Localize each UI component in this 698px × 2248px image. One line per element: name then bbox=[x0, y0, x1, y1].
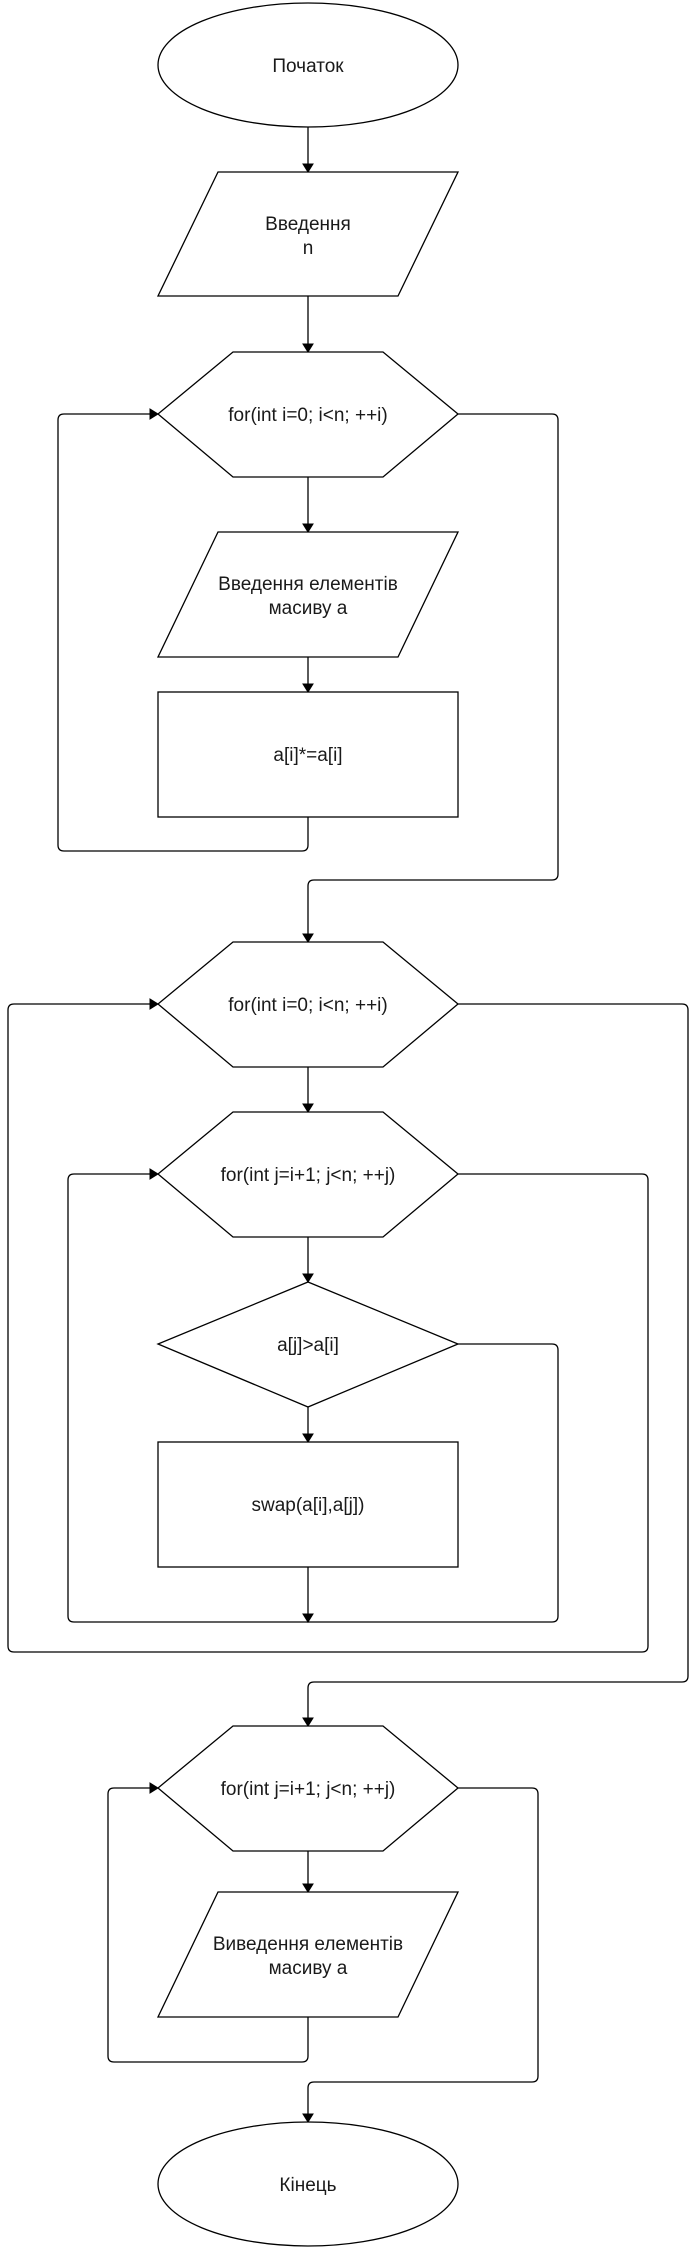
arrowhead bbox=[149, 1168, 159, 1180]
arrowhead bbox=[302, 1717, 314, 1727]
input-n-label-line2: n bbox=[303, 238, 314, 259]
node-loop2-inner: for(int j=i+1; j<n; ++j) bbox=[156, 1111, 460, 1238]
arrowhead bbox=[302, 2113, 314, 2123]
node-loop1: for(int i=0; i<n; ++i) bbox=[156, 351, 460, 478]
end-label: Кінець bbox=[279, 2175, 336, 2196]
swap-label: swap(a[i],a[j]) bbox=[252, 1495, 365, 1516]
arrowhead bbox=[149, 998, 159, 1010]
edge-outer-loop-exit bbox=[307, 1003, 689, 1718]
edge-loop1-exit bbox=[307, 413, 559, 934]
loop3-label: for(int j=i+1; j<n; ++j) bbox=[221, 1779, 396, 1800]
arrowhead bbox=[302, 933, 314, 943]
arrowhead bbox=[302, 343, 314, 353]
arrowhead bbox=[302, 1433, 314, 1443]
arrowhead bbox=[302, 1273, 314, 1283]
arrowhead bbox=[302, 1103, 314, 1113]
edge-output-loop-back bbox=[107, 1787, 309, 2063]
arrowhead bbox=[302, 1883, 314, 1893]
node-compare: a[j]>a[i] bbox=[156, 1281, 460, 1408]
node-input-n: Введення n bbox=[156, 171, 460, 297]
compare-label: a[j]>a[i] bbox=[277, 1335, 339, 1356]
output-elements-label-line2: масиву а bbox=[269, 1958, 348, 1979]
connectors bbox=[7, 127, 689, 2123]
input-elements-label-line1: Введення елементів bbox=[218, 574, 398, 595]
square-op-label: a[i]*=a[i] bbox=[273, 745, 342, 766]
edge-inner-loop-back bbox=[67, 1173, 308, 1623]
edge-inner-loop-exit bbox=[7, 1003, 649, 1653]
arrowhead bbox=[302, 683, 314, 693]
loop2-inner-label: for(int j=i+1; j<n; ++j) bbox=[221, 1165, 396, 1186]
input-elements-label-line2: масиву а bbox=[269, 598, 348, 619]
arrowhead bbox=[149, 1782, 159, 1794]
start-label: Початок bbox=[272, 56, 344, 77]
loop1-label: for(int i=0; i<n; ++i) bbox=[228, 405, 387, 426]
node-loop2-outer: for(int i=0; i<n; ++i) bbox=[156, 941, 460, 1068]
input-n-label-line1: Введення bbox=[265, 214, 351, 235]
edge-compare-false bbox=[308, 1343, 559, 1623]
arrowhead bbox=[302, 163, 314, 173]
arrowhead bbox=[302, 1613, 314, 1623]
node-start: Початок bbox=[157, 2, 459, 128]
arrowhead bbox=[149, 408, 159, 420]
node-square-op: a[i]*=a[i] bbox=[157, 691, 459, 818]
node-swap: swap(a[i],a[j]) bbox=[157, 1441, 459, 1568]
edge-square-loop-back bbox=[57, 413, 309, 852]
loop2-outer-label: for(int i=0; i<n; ++i) bbox=[228, 995, 387, 1016]
node-output-elements: Виведення елементів масиву а bbox=[156, 1891, 460, 2018]
node-loop3: for(int j=i+1; j<n; ++j) bbox=[156, 1725, 460, 1852]
edge-loop3-exit bbox=[307, 1787, 539, 2114]
node-end: Кінець bbox=[157, 2121, 459, 2247]
output-elements-label-line1: Виведення елементів bbox=[213, 1934, 403, 1955]
arrowhead bbox=[302, 523, 314, 533]
node-input-elements: Введення елементів масиву а bbox=[156, 531, 460, 658]
